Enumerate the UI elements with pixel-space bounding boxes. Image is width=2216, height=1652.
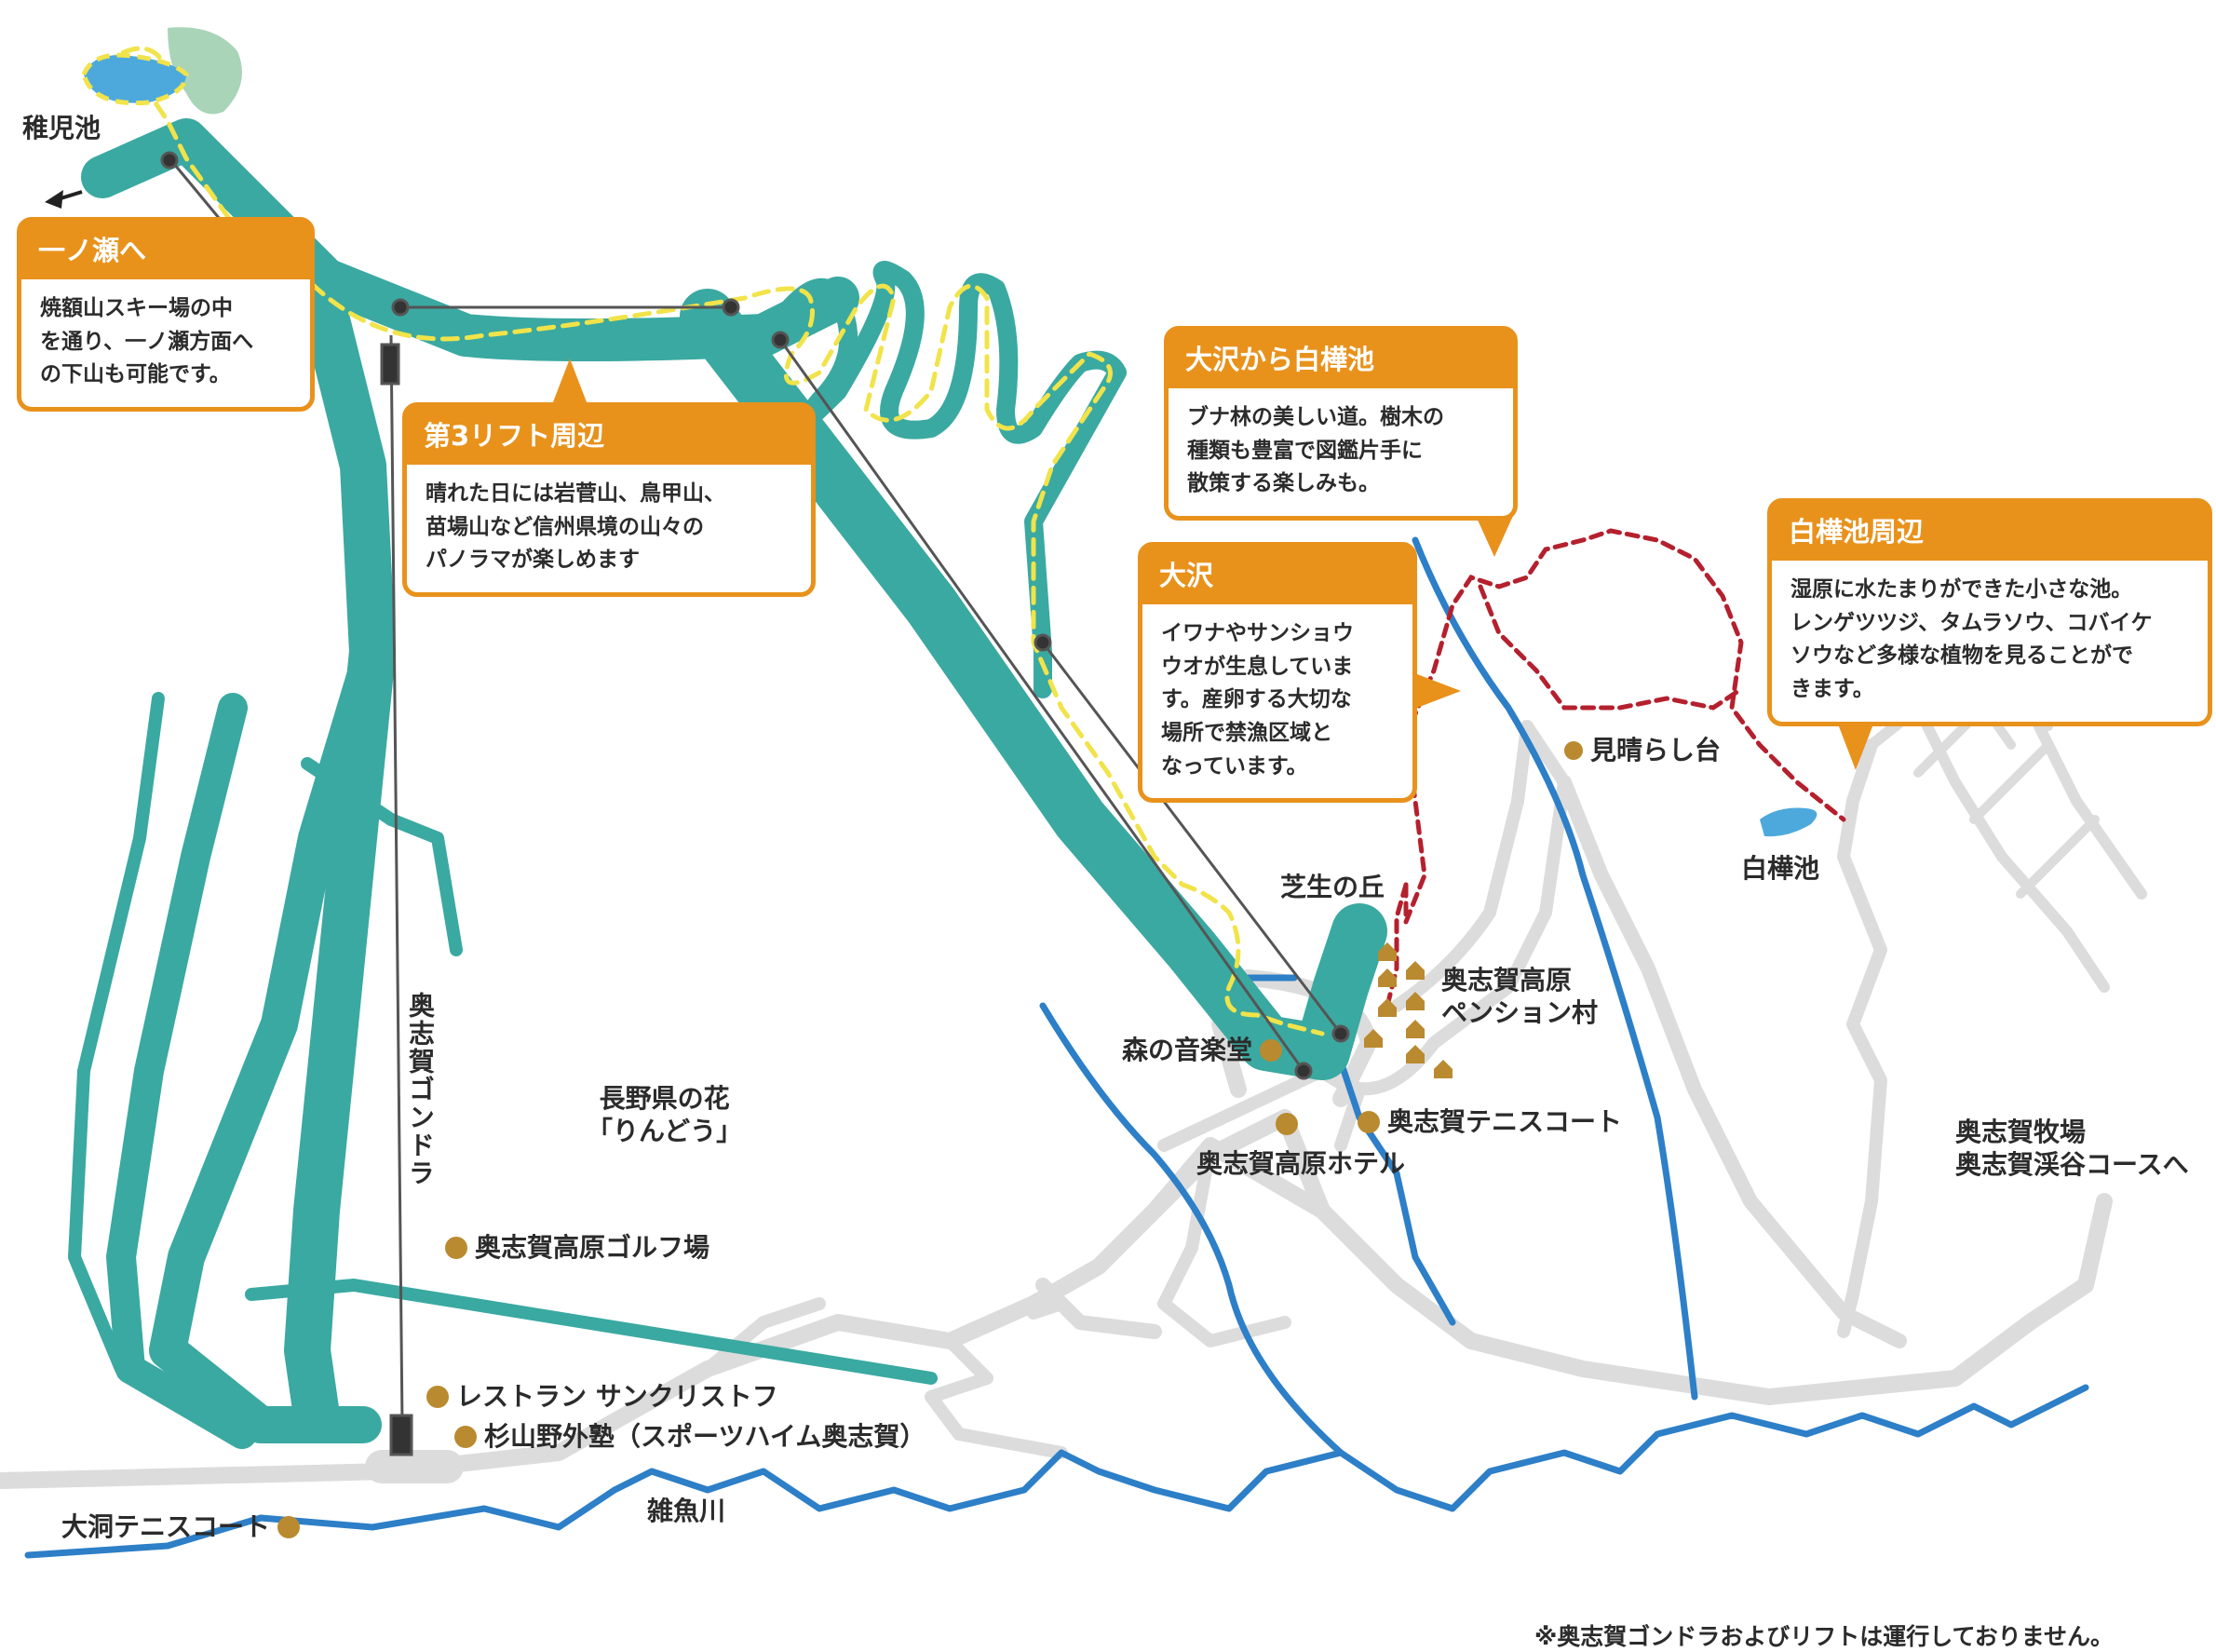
callout-shirakaba-area-title: 白樺池周辺 — [1772, 503, 2208, 561]
sugiyama-dot-icon — [454, 1425, 477, 1448]
mori-ongakudo-label: 森の音楽堂 — [1122, 1034, 1283, 1066]
callout-lift3: 第3リフト周辺 晴れた日には岩菅山、鳥甲山、 苗場山など信州県境の山々の パノラ… — [402, 359, 816, 597]
chigo-pond-label: 稚児池 — [22, 113, 101, 143]
miharashi-dot-icon — [1564, 740, 1583, 760]
shirakaba-pond — [1760, 807, 1817, 837]
callout-oosawa-shirakaba-body: ブナ林の美しい道。樹木の 種類も豊富で図鑑片手に 散策する楽しみも。 — [1187, 405, 1444, 496]
callout-oosawa: 大沢 イワナやサンショウ ウオが生息していま す。産卵する大切な 場所で禁漁区域… — [1138, 542, 1461, 804]
mori-ongakudo-dot-icon — [1260, 1038, 1283, 1062]
callout-shirakaba-area-body: 湿原に水たまりができた小さな池。 レンゲツツジ、タムラソウ、コバイケ ソウなど多… — [1790, 577, 2153, 701]
chigo-pond — [84, 55, 186, 103]
okushiga-hotel-dot-icon — [1276, 1113, 1298, 1135]
gondola-label: 奥志賀ゴンドラ — [405, 992, 436, 1187]
okushiga-tennis-label: 奥志賀テニスコート — [1358, 1105, 1622, 1138]
callout-oosawa-body: イワナやサンショウ ウオが生息していま す。産卵する大切な 場所で禁漁区域と な… — [1161, 621, 1354, 779]
okushiga-hotel-label: 奥志賀高原ホテル — [1196, 1148, 1406, 1179]
zako-river-label: 雑魚川 — [647, 1496, 726, 1526]
ski-slopes — [68, 118, 1387, 1449]
sugiyama-label: 杉山野外塾（スポーツハイム奥志賀） — [454, 1420, 926, 1453]
miharashi-label: 見晴らし台 — [1564, 734, 1721, 766]
golf-label: 奥志賀高原ゴルフ場 — [445, 1231, 709, 1264]
pension-label: 奥志賀高原 ペンション村 — [1441, 965, 1599, 1028]
callout-lift3-body: 晴れた日には岩菅山、鳥甲山、 苗場山など信州県境の山々の パノラマが楽しめます — [426, 481, 725, 573]
restaurant-dot-icon — [426, 1385, 449, 1408]
oohora-tennis-label: 大洞テニスコート — [61, 1510, 301, 1543]
shirakaba-pond-label: 白樺池 — [1741, 853, 1820, 884]
footnote: ※奥志賀ゴンドラおよびリフトは運行しておりません。 — [1534, 1623, 2115, 1650]
nagano-flower-label: 長野県の花 「りんどう」 — [587, 1083, 743, 1146]
golf-dot-icon — [445, 1236, 467, 1259]
callout-oosawa-shirakaba: 大沢から白樺池 ブナ林の美しい道。樹木の 種類も豊富で図鑑片手に 散策する楽しみ… — [1164, 326, 1518, 557]
callout-shirakaba-area: 白樺池周辺 湿原に水たまりができた小さな池。 レンゲツツジ、タムラソウ、コバイケ… — [1767, 498, 2212, 770]
callout-oosawa-title: 大沢 — [1142, 547, 1412, 604]
lift-lines — [160, 151, 1350, 1456]
callout-oosawa-shirakaba-title: 大沢から白樺池 — [1169, 331, 1513, 388]
ichinose-arrow-head — [45, 190, 63, 209]
farm-label: 奥志賀牧場 奥志賀渓谷コースへ — [1955, 1117, 2189, 1180]
chigo-pond-area — [168, 27, 242, 115]
callout-ichinose: 一ノ瀬へ 焼額山スキー場の中 を通り、一ノ瀬方面へ の下山も可能です。 — [17, 217, 315, 412]
restaurant-label: レストラン サンクリストフ — [426, 1380, 778, 1413]
okushiga-tennis-dot-icon — [1358, 1110, 1380, 1133]
oohora-tennis-dot-icon — [277, 1515, 301, 1538]
callout-ichinose-title: 一ノ瀬へ — [21, 222, 310, 279]
yellow-trail — [100, 46, 1325, 1036]
callout-lift3-title: 第3リフト周辺 — [407, 407, 811, 465]
shibafu-label: 芝生の丘 — [1280, 872, 1385, 902]
callout-ichinose-body: 焼額山スキー場の中 を通り、一ノ瀬方面へ の下山も可能です。 — [40, 296, 254, 387]
pension-houses — [1364, 942, 1453, 1078]
